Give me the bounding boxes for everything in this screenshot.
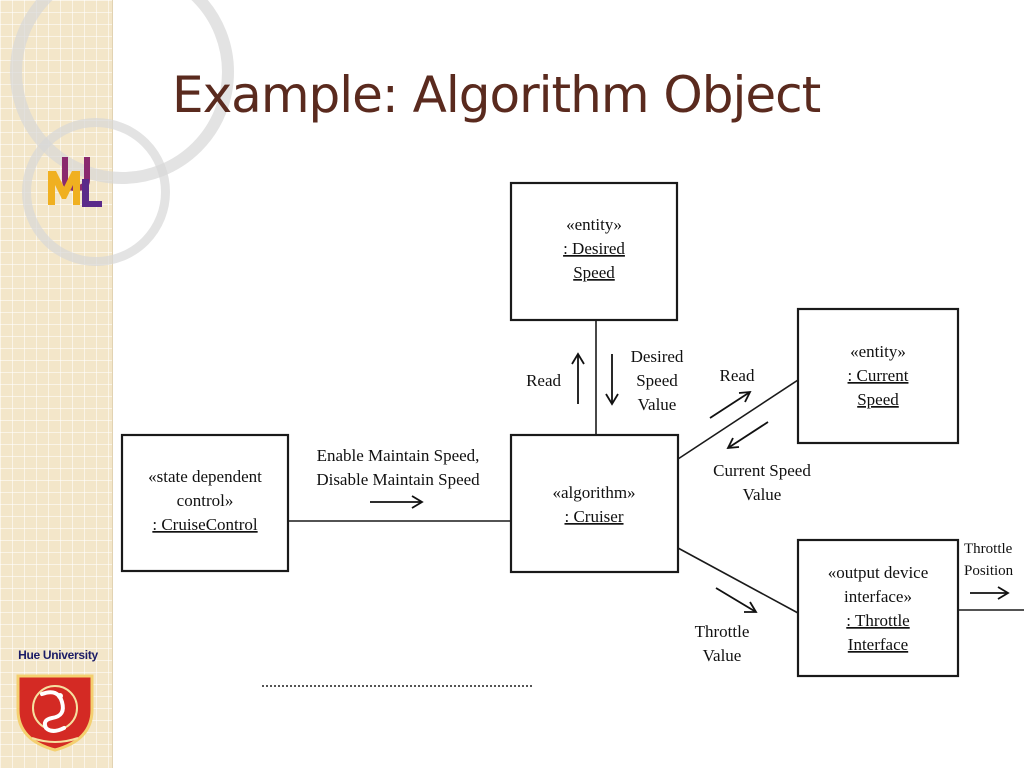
arrow-read-desired [571,352,585,404]
object-cruiser: «algorithm» : Cruiser [509,433,680,574]
object-throttle-interface: «output device interface» : Throttle Int… [796,538,960,678]
message-read-desired: Read [526,371,561,390]
message-current-value-line2: Value [743,485,782,504]
uml-logo-letter-u: U [46,143,47,144]
hue-university-emblem-icon [16,674,94,752]
throttle-interface-stereotype-line2: interface» [844,587,912,606]
message-throttle-position-line1: Throttle [964,541,1013,557]
page-title: Example: Algorithm Object [172,66,821,124]
cruiser-name: : Cruiser [564,507,623,526]
decorative-ring-logo [22,118,170,266]
sidebar-decoration: U M L Hue University [0,0,234,768]
uml-logo-letter-m: M [46,143,47,144]
arrow-current-value [726,421,769,450]
uml-logo-letter-l: L [46,143,47,144]
communication-diagram: «entity» : Desired Speed «entity» : Curr… [120,181,1024,678]
arrow-throttle-position [970,586,1010,600]
cruise-control-stereotype-line2: control» [177,491,234,510]
arrow-desired-value [605,354,619,406]
cruise-control-name: : CruiseControl [152,515,258,534]
link-cruiser-currentspeed [677,379,799,460]
message-throttle-value-line1: Throttle [695,622,750,641]
arrow-enable-maintain [370,495,424,509]
message-desired-value-line2: Speed [636,371,678,390]
link-cruiser-throttle [677,547,799,614]
throttle-interface-name-line1: : Throttle [846,611,909,630]
message-enable-maintain-line1: Enable Maintain Speed, [317,446,480,465]
object-cruise-control: «state dependent control» : CruiseContro… [120,433,290,573]
cruiser-stereotype: «algorithm» [552,483,635,502]
arrow-throttle-value [715,587,758,613]
object-desired-speed: «entity» : Desired Speed [509,181,679,322]
uml-logo-icon: U M L [46,143,102,207]
throttle-interface-stereotype-line1: «output device [828,563,929,582]
connectors [288,320,1024,614]
message-current-value-line1: Current Speed [713,461,811,480]
cruise-control-stereotype-line1: «state dependent [148,467,262,486]
message-throttle-value-line2: Value [703,646,742,665]
current-speed-name-line1: : Current [848,366,909,385]
university-label: Hue University [18,648,98,662]
desired-speed-name-line2: Speed [573,263,615,282]
throttle-interface-name-line2: Interface [848,635,908,654]
desired-speed-name-line1: : Desired [563,239,625,258]
current-speed-name-line2: Speed [857,390,899,409]
current-speed-stereotype: «entity» [850,342,906,361]
message-desired-value-line3: Value [638,395,677,414]
object-current-speed: «entity» : Current Speed [796,307,960,445]
message-read-current: Read [720,366,755,385]
truncated-caption-line [262,685,532,695]
desired-speed-stereotype: «entity» [566,215,622,234]
message-enable-maintain-line2: Disable Maintain Speed [316,470,480,489]
message-throttle-position-line2: Position [964,563,1014,579]
arrow-read-current [709,390,752,419]
message-desired-value-line1: Desired [631,347,684,366]
